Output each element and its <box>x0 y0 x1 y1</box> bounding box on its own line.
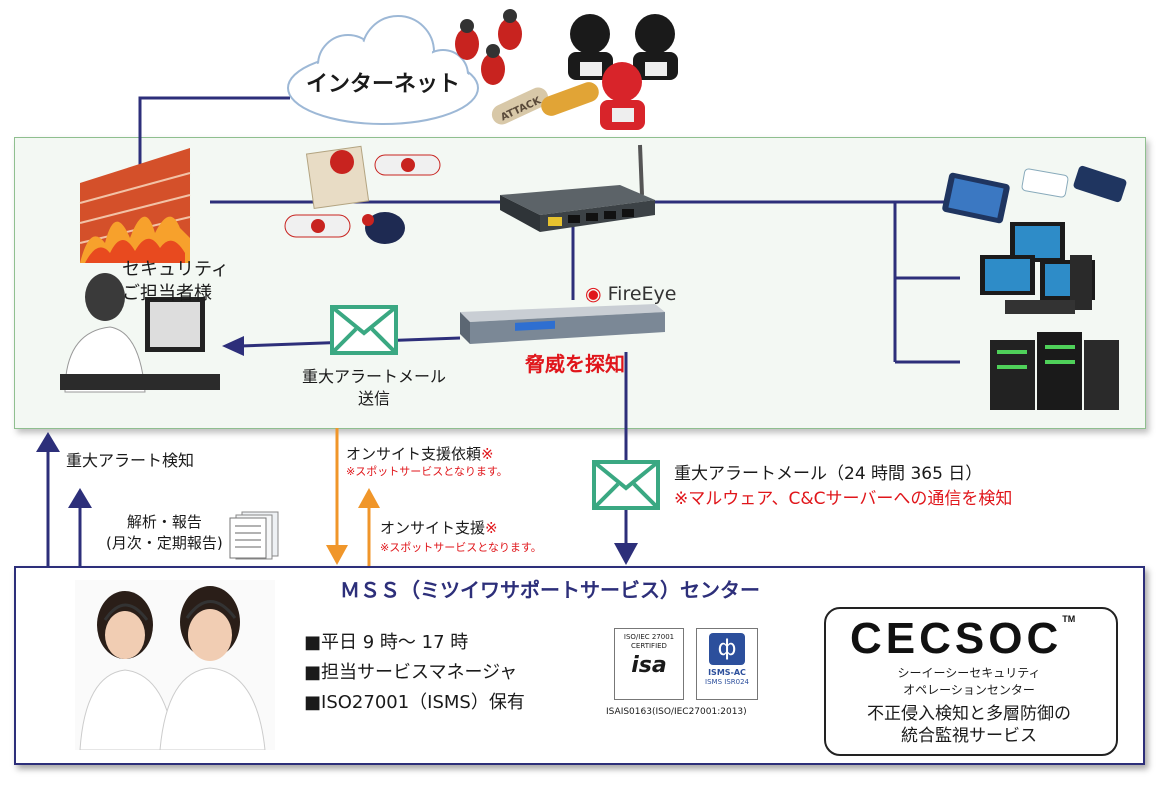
cecsoc-subtitle: シーイーシーセキュリティ オペレーションセンター <box>897 666 1041 697</box>
malware-bug-icon <box>455 9 522 85</box>
firewall-icon <box>79 148 191 263</box>
client-devices-icon <box>942 165 1127 410</box>
alert-mail-icon <box>330 305 398 355</box>
mss-features-list: ■平日 9 時～ 17 時 ■担当サービスマネージャ ■ISO27001（ISM… <box>304 628 525 718</box>
cert-caption: ISAIS0163(ISO/IEC27001:2013) <box>606 707 747 717</box>
alert-detect-label: 重大アラート検知 <box>66 451 195 470</box>
onsite-request-note: ※スポットサービスとなります。 <box>346 465 508 478</box>
desktop-pc-icon <box>980 222 1095 314</box>
isms-logo-icon: ф <box>709 633 745 665</box>
internet-label: インターネット <box>306 72 461 97</box>
attack-missile-icon <box>491 82 599 125</box>
alert-mail-24h-icon <box>592 460 660 510</box>
security-staff-label: セキュリティ ご担当者様 <box>122 259 229 304</box>
operators-photo-icon <box>75 580 275 750</box>
alert-mail-24h-label: 重大アラートメール（24 時間 365 日） ※マルウェア、C&Cサーバーへの通… <box>674 464 1013 509</box>
onsite-request-label: オンサイト支援依頼※ <box>346 445 494 463</box>
threat-detect-label: 脅威を探知 <box>525 352 625 376</box>
fireeye-eye-icon: ◉ <box>585 283 602 305</box>
server-rack-icon <box>990 332 1119 410</box>
feature-hours: ■平日 9 時～ 17 時 <box>304 632 469 653</box>
fireeye-appliance-icon <box>460 304 665 344</box>
smartphone-icon <box>1021 165 1127 203</box>
cecsoc-box <box>824 607 1118 756</box>
malicious-mail-icon <box>284 145 441 244</box>
attack-cluster-icon: ATTACK <box>455 9 678 130</box>
router-icon <box>500 144 655 232</box>
cecsoc-logo: CECSOCTM <box>850 614 1076 663</box>
fireeye-logo: ◉ FireEye <box>585 283 677 305</box>
isa-logo-icon: isa <box>631 653 667 678</box>
isms-ac-cert-badge: ф ISMS-AC ISMS ISR024 <box>696 628 758 700</box>
onsite-support-note: ※スポットサービスとなります。 <box>380 541 542 554</box>
mss-title: ＭＳＳ（ミツイワサポートサービス）センター <box>340 578 760 602</box>
isa-cert-badge: ISO/IEC 27001 CERTIFIED isa <box>614 628 684 700</box>
feature-isms: ■ISO27001（ISMS）保有 <box>304 692 525 713</box>
onsite-support-label: オンサイト支援※ <box>380 519 498 537</box>
alert-mail-send-label: 重大アラートメール 送信 <box>301 367 446 408</box>
hacker-icon <box>568 14 678 130</box>
report-document-icon <box>229 511 279 560</box>
cecsoc-description: 不正侵入検知と多層防御の 統合監視サービス <box>867 704 1071 746</box>
analysis-report-label: 解析・報告 (月次・定期報告) <box>106 513 223 552</box>
feature-manager: ■担当サービスマネージャ <box>304 662 518 683</box>
security-staff-icon <box>60 273 220 393</box>
internet-cloud-icon <box>287 15 479 125</box>
tablet-icon <box>942 172 1010 224</box>
